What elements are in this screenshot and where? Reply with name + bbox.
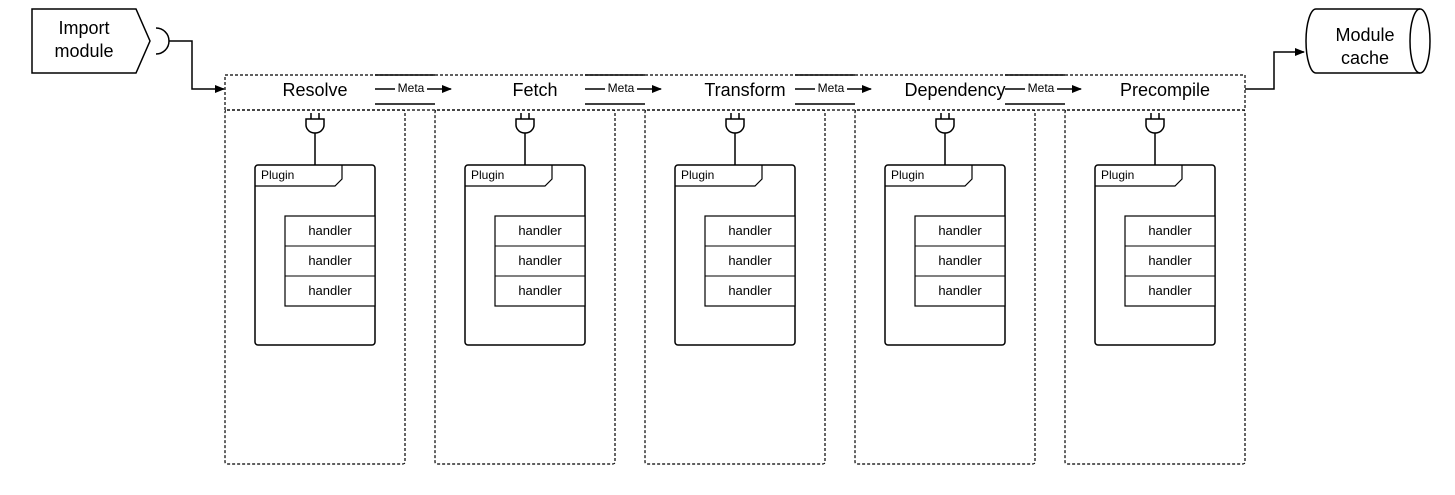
stage-title: Fetch: [512, 80, 557, 100]
plug-icon: [1145, 113, 1165, 165]
meta-connector: Meta: [375, 74, 452, 105]
handler-item: handler: [728, 253, 772, 268]
stage-column: [644, 109, 826, 465]
handler-item: handler: [728, 223, 772, 238]
meta-connectors-group: Meta Meta Meta Meta: [375, 74, 1082, 105]
handler-list: [1124, 215, 1216, 307]
plugin-tab: [885, 165, 973, 187]
meta-connector: Meta: [585, 74, 662, 105]
plugin-label: Plugin: [681, 168, 714, 182]
meta-connector: Meta: [795, 74, 872, 105]
plugin-label: Plugin: [1101, 168, 1134, 182]
input-connector: [169, 40, 225, 93]
handler-item: handler: [308, 223, 352, 238]
module-cache-label-line1: Module: [1335, 25, 1394, 45]
plugin-label: Plugin: [261, 168, 294, 182]
module-cache-node: Module cache: [1305, 8, 1431, 74]
plugin-tab: [465, 165, 553, 187]
socket-icon: [155, 27, 170, 55]
import-module-label-line2: module: [54, 41, 113, 61]
stage-column: [1064, 109, 1246, 465]
import-module-label-line1: Import: [58, 18, 109, 38]
handler-item: handler: [728, 283, 772, 298]
meta-label: Meta: [608, 81, 635, 95]
stage-title: Resolve: [282, 80, 347, 100]
plug-icon: [305, 113, 325, 165]
handler-item: handler: [938, 253, 982, 268]
handler-item: handler: [1148, 223, 1192, 238]
meta-label: Meta: [398, 81, 425, 95]
stage-title: Precompile: [1120, 80, 1210, 100]
plugin-tab: [255, 165, 343, 187]
plug-icon: [725, 113, 745, 165]
output-connector: [1245, 48, 1305, 90]
meta-label: Meta: [1028, 81, 1055, 95]
handler-item: handler: [518, 253, 562, 268]
meta-label: Meta: [818, 81, 845, 95]
handler-item: handler: [938, 223, 982, 238]
plugin-tab: [675, 165, 763, 187]
plug-icon: [515, 113, 535, 165]
handler-list: [704, 215, 796, 307]
handler-item: handler: [308, 253, 352, 268]
stage-title: Transform: [704, 80, 785, 100]
handler-item: handler: [518, 283, 562, 298]
plugin-label: Plugin: [891, 168, 924, 182]
handler-list: [284, 215, 376, 307]
import-module-node: Import module: [31, 8, 151, 74]
meta-connector: Meta: [1005, 74, 1082, 105]
handler-item: handler: [1148, 253, 1192, 268]
handler-item: handler: [518, 223, 562, 238]
stage-title: Dependency: [904, 80, 1005, 100]
handler-item: handler: [1148, 283, 1192, 298]
plugin-label: Plugin: [471, 168, 504, 182]
stages-group: ResolvePluginhandlerhandlerhandlerFetchP…: [224, 80, 1246, 465]
plug-icon: [935, 113, 955, 165]
handler-item: handler: [938, 283, 982, 298]
stage-column: [434, 109, 616, 465]
handler-list: [914, 215, 1006, 307]
handler-list: [494, 215, 586, 307]
stage-column: [224, 109, 406, 465]
stage-column: [854, 109, 1036, 465]
plugin-tab: [1095, 165, 1183, 187]
handler-item: handler: [308, 283, 352, 298]
module-cache-label-line2: cache: [1341, 48, 1389, 68]
